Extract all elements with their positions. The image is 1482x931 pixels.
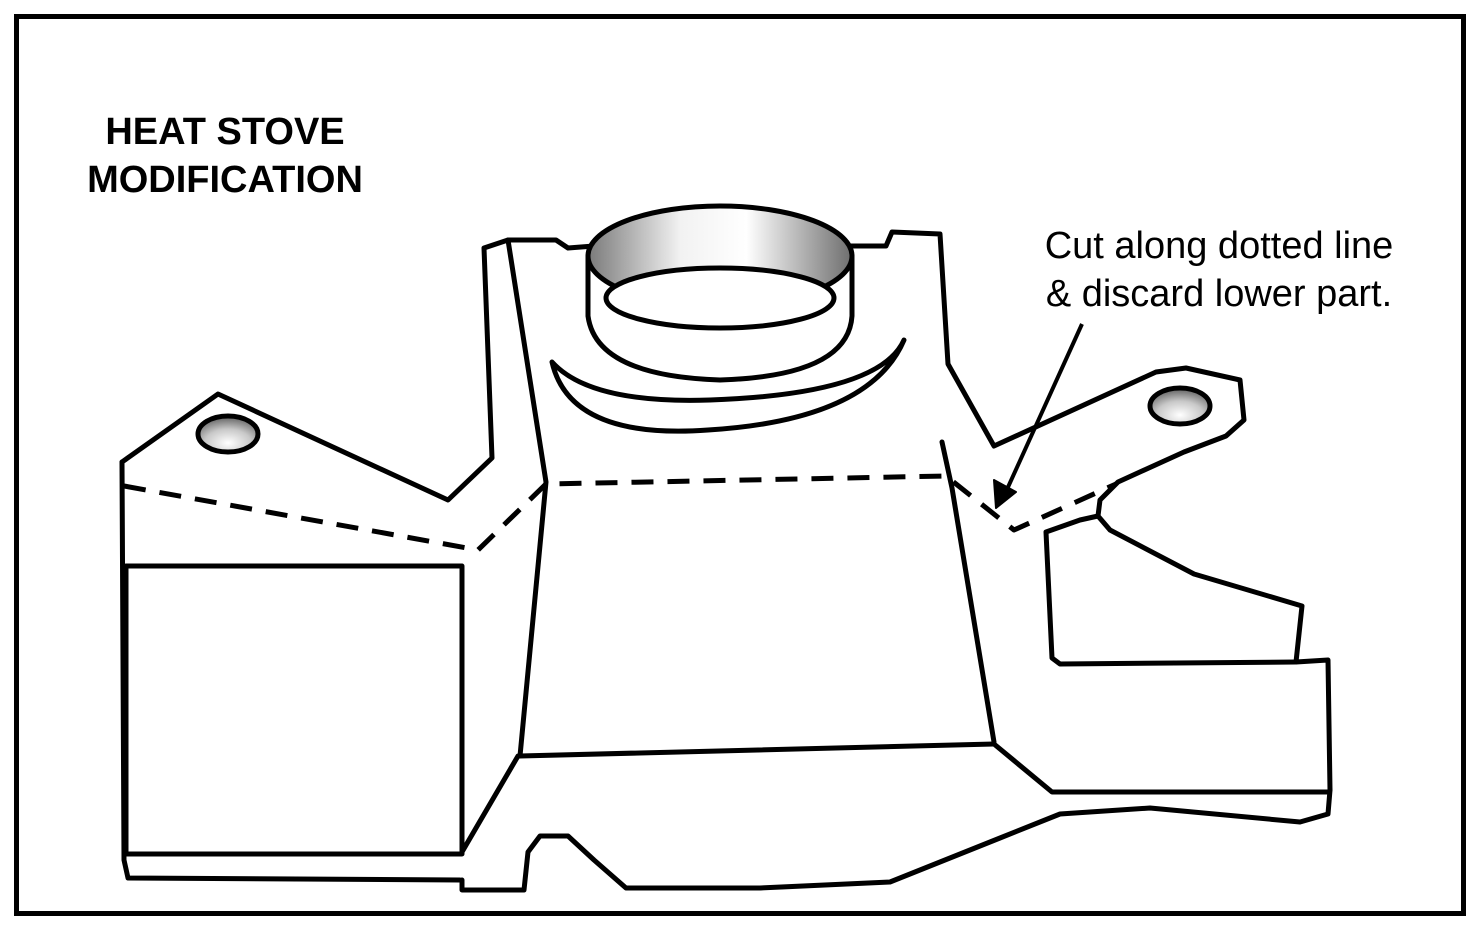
center-tower-left-edge (505, 237, 549, 759)
left-box-diagonal (459, 753, 521, 855)
tower-top-right (847, 229, 1333, 793)
collar-body (585, 253, 855, 383)
diagram-title: HEAT STOVE MODIFICATION (60, 108, 390, 204)
left-bracket-side (119, 459, 463, 883)
center-tower-right-edge (939, 439, 997, 745)
diagram-frame (14, 14, 1466, 916)
crescent-rib (549, 337, 907, 434)
title-line-1: HEAT STOVE (105, 111, 345, 153)
right-bracket-base (991, 741, 1331, 795)
pointer-arrow-line (1002, 323, 1084, 497)
left-mounting-hole (195, 413, 261, 455)
cut-instruction-line-1: Cut along dotted line (1044, 225, 1394, 267)
right-mounting-hole (1147, 385, 1213, 427)
cut-line (123, 473, 1118, 553)
center-tower-bottom (517, 741, 997, 759)
left-bracket-outline (119, 237, 597, 503)
bottom-contour (459, 787, 1333, 893)
left-box (123, 563, 465, 857)
right-bracket-lower (1043, 513, 1299, 667)
title-line-2: MODIFICATION (87, 159, 363, 201)
collar-inner-opening (603, 265, 837, 331)
cut-instruction: Cut along dotted line & discard lower pa… (1014, 222, 1424, 318)
pointer-arrowhead (993, 479, 1017, 509)
cut-instruction-line-2: & discard lower part. (1045, 273, 1393, 315)
